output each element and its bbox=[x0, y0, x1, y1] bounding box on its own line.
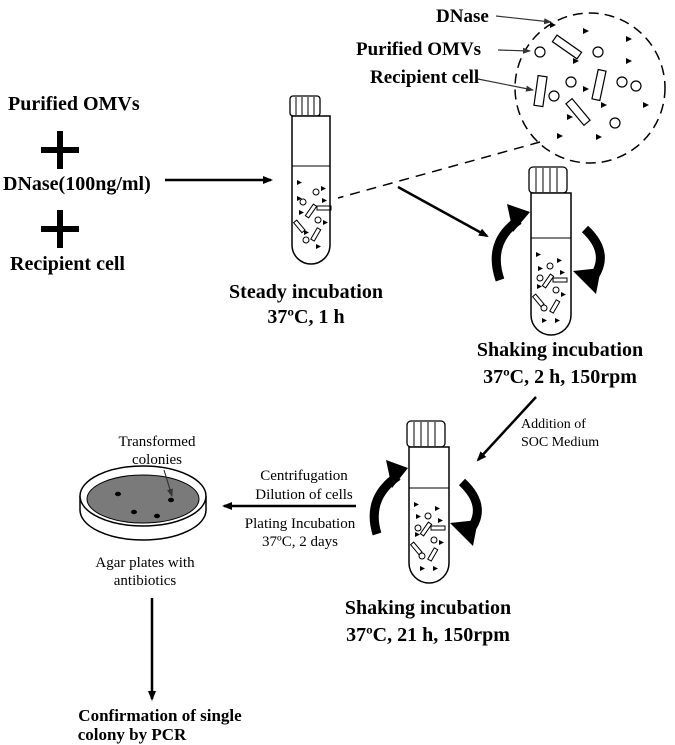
zoom-contents bbox=[534, 22, 649, 140]
pointer-line bbox=[477, 78, 534, 92]
plate-label-line1: Agar plates with bbox=[95, 555, 195, 571]
step-plating-line2: 37ºC, 2 days bbox=[262, 534, 338, 550]
step-soc-line1: Addition of bbox=[521, 417, 586, 432]
rotation-arrow-icon bbox=[491, 204, 530, 282]
flow-arrow bbox=[397, 185, 489, 238]
input-recipient-label: Recipient cell bbox=[10, 253, 125, 275]
flow-arrow bbox=[476, 396, 537, 462]
step-shaking1-title: Shaking incubation bbox=[477, 339, 643, 361]
plus-icon bbox=[41, 210, 79, 248]
rotation-arrow-icon bbox=[573, 225, 605, 294]
step-steady-conditions: 37ºC, 1 h bbox=[267, 306, 344, 328]
step-shaking2-conditions: 37ºC, 21 h, 150rpm bbox=[346, 624, 510, 646]
test-tube-3 bbox=[406, 420, 450, 584]
pointer-line bbox=[497, 47, 531, 54]
step-centrifuge-line1: Centrifugation bbox=[260, 468, 348, 484]
step-shaking2-title: Shaking incubation bbox=[345, 597, 511, 619]
pcr-label-line2: colony by PCR bbox=[78, 725, 187, 744]
pointer-line bbox=[495, 15, 552, 25]
plus-icon bbox=[41, 131, 79, 169]
pcr-label-line1: Confirmation of single bbox=[78, 706, 242, 725]
zoom-dash-line bbox=[337, 141, 541, 199]
step-centrifuge-line2: Dilution of cells bbox=[255, 487, 353, 503]
colonies-label-line1: Transformed bbox=[119, 434, 196, 450]
zoom-label-omvs: Purified OMVs bbox=[356, 39, 481, 60]
step-plating-line1: Plating Incubation bbox=[245, 516, 356, 532]
plate-label-line2: antibiotics bbox=[114, 573, 177, 589]
rotation-arrow-icon bbox=[450, 478, 482, 546]
rotation-arrow-icon bbox=[369, 460, 408, 536]
colonies-label-line2: colonies bbox=[132, 452, 182, 468]
input-dnase-label: DNase(100ng/ml) bbox=[3, 173, 151, 195]
zoom-circle bbox=[514, 12, 666, 164]
zoom-recipient-cell bbox=[533, 74, 548, 108]
agar-plate bbox=[79, 465, 207, 541]
zoom-label-dnase: DNase bbox=[436, 6, 489, 27]
step-soc-line2: SOC Medium bbox=[521, 435, 599, 450]
step-shaking1-conditions: 37ºC, 2 h, 150rpm bbox=[483, 366, 637, 388]
test-tube-1 bbox=[289, 95, 332, 265]
test-tube-2 bbox=[528, 166, 572, 336]
zoom-label-recipient: Recipient cell bbox=[370, 67, 479, 88]
step-steady-title: Steady incubation bbox=[229, 281, 383, 303]
input-omvs-label: Purified OMVs bbox=[8, 93, 140, 115]
pointer-line bbox=[163, 469, 173, 497]
